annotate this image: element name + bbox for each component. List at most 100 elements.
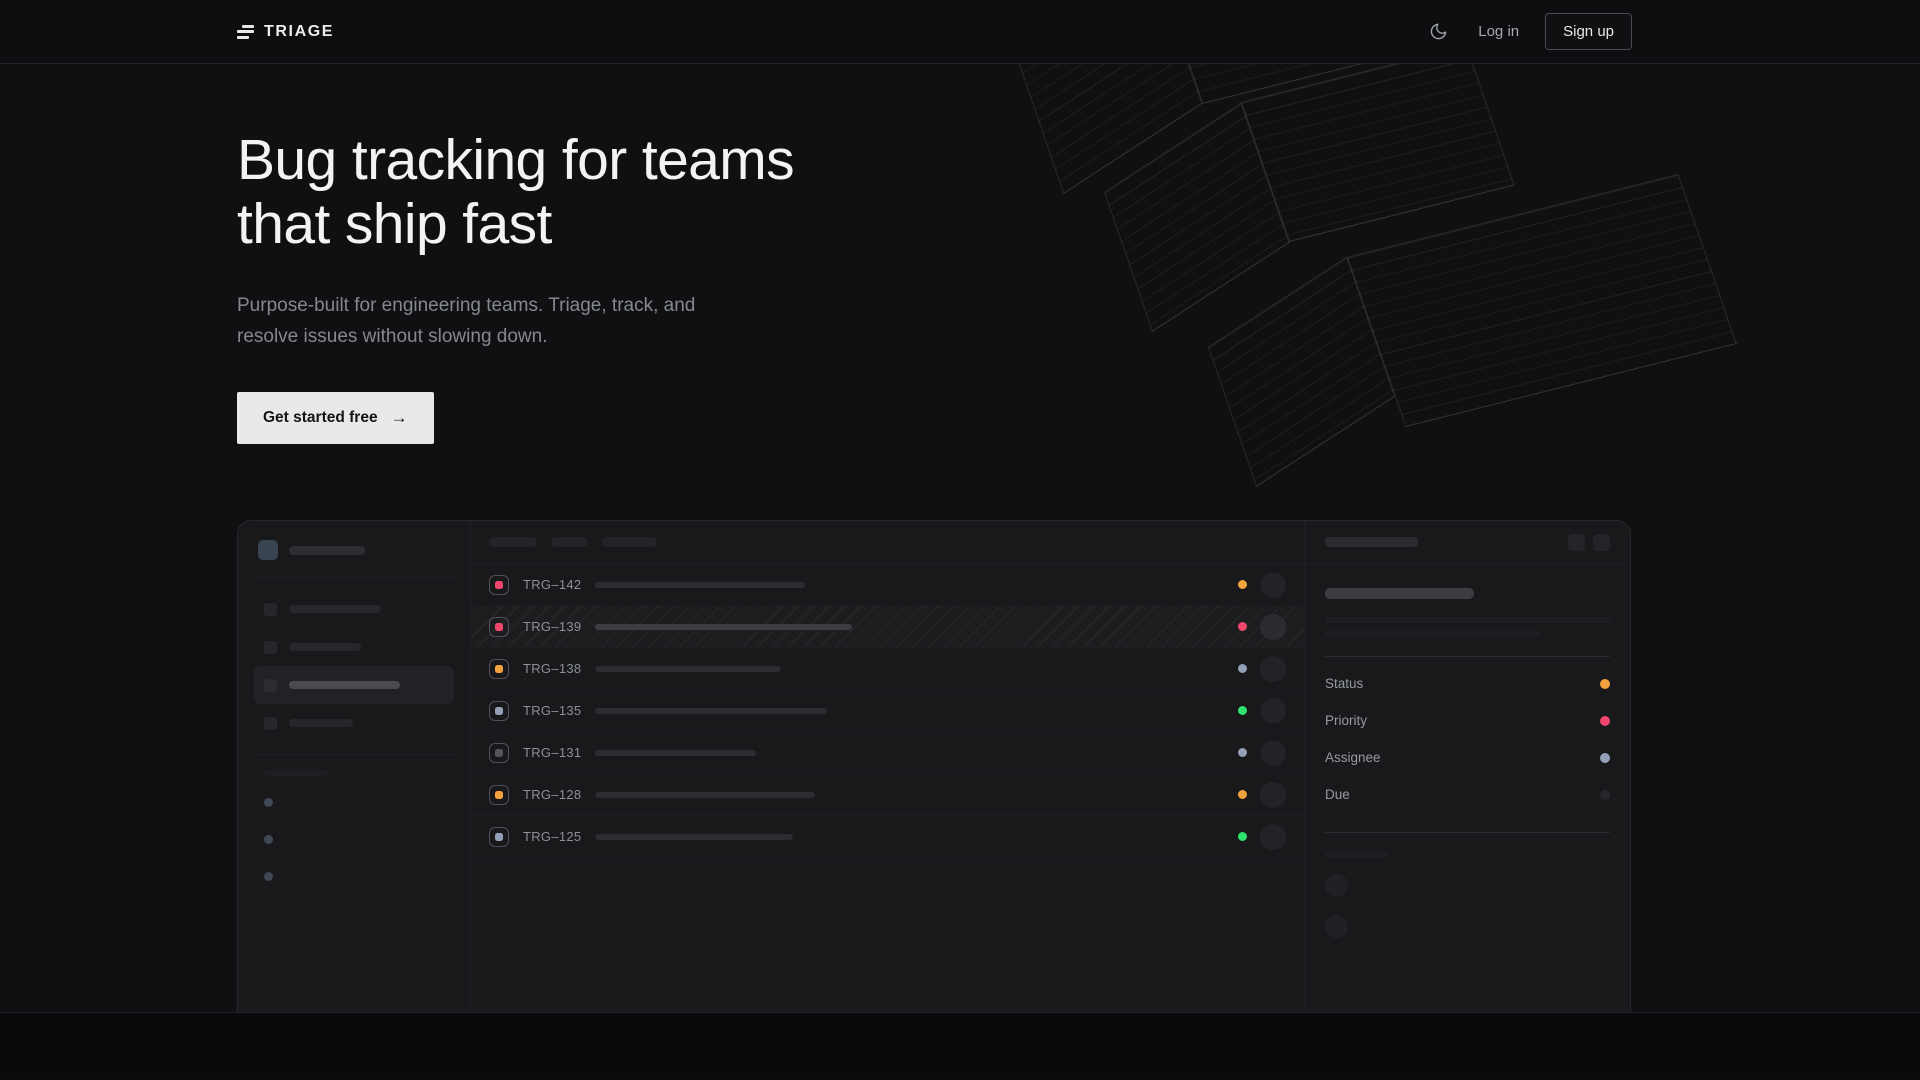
status-dot [1238,580,1247,589]
status-dot [1238,664,1247,673]
nav-actions: Log in Sign up [1425,13,1632,50]
sidebar-item [254,590,454,628]
assignee-avatar [1260,697,1286,724]
get-started-label: Get started free [263,409,378,426]
filter-pill-placeholder [489,537,537,547]
issue-title-bar [595,707,827,714]
filter-pill-placeholder [551,537,588,547]
issue-row: TRG–128 [471,774,1304,816]
sidebar-nav [254,590,454,742]
property-value-dot [1600,789,1610,800]
mockup-detail-panel: Status Priority Assignee Due [1304,521,1630,1012]
triage-logo-icon [237,24,254,39]
status-dot [1238,748,1247,757]
issue-title-bar [595,665,781,672]
sidebar-dot [264,872,273,881]
hero-heading-line2: that ship fast [237,192,552,256]
arrow-right-icon: → [390,408,408,427]
issue-row: TRG–142 [471,564,1304,606]
hero-heading-line1: Bug tracking for teams [237,128,795,192]
property-row: Assignee [1325,739,1610,776]
issue-title-bar [595,749,756,756]
issue-description-placeholder [1325,617,1612,623]
assignee-avatar [1260,655,1286,682]
issue-description-placeholder [1325,631,1540,637]
status-dot [1238,832,1247,841]
mockup-sidebar [238,521,471,1012]
property-label: Priority [1325,713,1368,728]
status-dot [1238,622,1247,631]
assignee-avatar [1260,781,1286,808]
property-value-dot [1600,678,1610,689]
property-label: Assignee [1325,750,1381,765]
issue-title-bar [595,623,852,630]
property-value-dot [1600,715,1610,726]
detail-panel-body: Status Priority Assignee Due [1305,564,1630,957]
moon-icon [1430,23,1447,40]
property-label: Due [1325,787,1350,802]
issue-title-placeholder [1325,588,1474,599]
activity-avatars [1325,874,1610,938]
issue-title-bar [595,581,805,588]
hero-heading: Bug tracking for teams that ship fast [237,128,1920,256]
get-started-button[interactable]: Get started free → [237,392,434,444]
property-row: Status [1325,665,1610,702]
detail-panel-header [1305,521,1630,564]
issue-id: TRG–135 [523,703,582,718]
workspace-name-placeholder [289,545,365,555]
theme-toggle-button[interactable] [1425,18,1452,45]
assignee-avatar [1260,823,1286,850]
issue-id: TRG–125 [523,829,582,844]
hero-subtitle: Purpose-built for engineering teams. Tri… [237,295,696,347]
panel-icon-button [1593,533,1610,551]
issue-id: TRG–142 [523,577,582,592]
footer [0,1013,1920,1079]
sidebar-item-label-placeholder [289,605,381,613]
sidebar-item-icon [264,602,277,616]
activity-avatar [1325,915,1348,938]
issue-type-icon [489,658,509,679]
issue-row: TRG–135 [471,690,1304,732]
top-nav: TRIAGE Log in Sign up [0,0,1920,64]
sidebar-dots [264,798,454,881]
activity-avatar [1325,874,1348,897]
panel-icon-button [1568,533,1585,551]
issue-type-icon [489,742,509,763]
activity-section-placeholder [1325,851,1389,858]
login-link[interactable]: Log in [1478,23,1520,40]
issue-row: TRG–131 [471,732,1304,774]
issue-id: TRG–139 [523,619,582,634]
issue-id: TRG–131 [523,745,582,760]
assignee-avatar [1260,571,1286,598]
issue-id: TRG–138 [523,661,582,676]
issue-type-icon [489,784,509,805]
panel-breadcrumb-placeholder [1325,537,1418,547]
sidebar-section-placeholder [264,769,328,776]
issue-row: TRG–139 [471,606,1304,648]
issue-type-icon [489,574,509,595]
divider [1325,832,1610,833]
sidebar-dot [264,798,273,807]
property-row: Priority [1325,702,1610,739]
mockup-issue-list: TRG–142 TRG–139 TRG–138 TRG–135 TRG–131 [471,521,1304,1012]
signup-button[interactable]: Sign up [1545,13,1632,50]
wireframe-panel [1144,64,1424,104]
issue-row: TRG–125 [471,816,1304,858]
app-mockup-card: TRG–142 TRG–139 TRG–138 TRG–135 TRG–131 [237,520,1631,1012]
sidebar-item [254,666,454,704]
sidebar-item-label-placeholder [289,681,400,689]
property-row: Due [1325,776,1610,813]
filter-pill-placeholder [602,537,657,547]
sidebar-item [254,628,454,666]
property-label: Status [1325,676,1364,691]
workspace-switcher [254,535,454,565]
brand-logo[interactable]: TRIAGE [237,23,334,41]
divider [250,754,458,755]
sidebar-item-label-placeholder [289,643,361,651]
sidebar-item [254,704,454,742]
sidebar-item-icon [264,640,277,654]
issue-type-icon [489,826,509,847]
assignee-avatar [1260,739,1286,766]
workspace-avatar [258,540,278,560]
divider [250,577,458,578]
